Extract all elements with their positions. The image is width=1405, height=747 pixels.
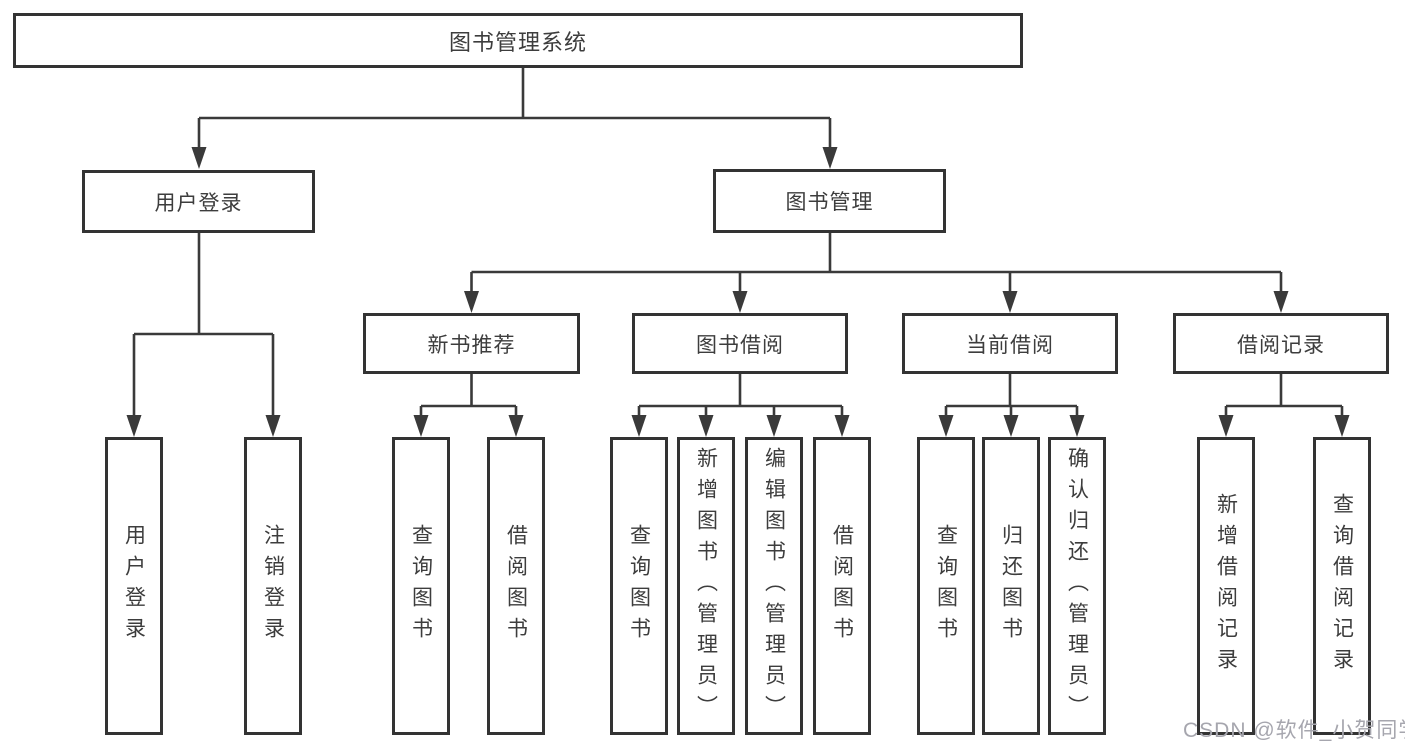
node-add-book-admin: 新增图书（管理员）	[677, 437, 735, 735]
node-edit-book-admin: 编辑图书（管理员）	[745, 437, 803, 735]
node-label: 确认归还（管理员）	[1065, 446, 1089, 726]
node-label: 归还图书	[999, 524, 1023, 648]
node-label: 图书借阅	[696, 333, 784, 357]
node-borrow-book-leaf: 借阅图书	[813, 437, 871, 735]
node-label: 借阅记录	[1237, 333, 1325, 357]
node-user-login-branch: 用户登录	[82, 170, 315, 233]
node-label: 用户登录	[122, 524, 146, 648]
node-label: 新书推荐	[427, 333, 516, 357]
node-label: 图书管理	[785, 191, 874, 214]
node-library-management-system: 图书管理系统	[13, 13, 1023, 68]
node-label: 当前借阅	[966, 333, 1054, 357]
node-label: 查询借阅记录	[1330, 493, 1354, 679]
csdn-watermark: CSDN @软件_小贺同学	[1183, 719, 1405, 742]
node-confirm-return-admin: 确认归还（管理员）	[1048, 437, 1106, 735]
node-label: 查询图书	[934, 524, 958, 648]
node-logout-leaf: 注销登录	[244, 437, 302, 735]
node-label: 查询图书	[627, 524, 651, 648]
node-user-login-leaf: 用户登录	[105, 437, 163, 735]
node-label: 新增借阅记录	[1214, 493, 1238, 679]
node-label: 用户登录	[154, 191, 243, 215]
node-label: 借阅图书	[830, 524, 854, 648]
node-label: 注销登录	[261, 524, 285, 648]
node-book-borrowing: 图书借阅	[632, 313, 848, 374]
node-borrowing-records: 借阅记录	[1173, 313, 1389, 374]
node-return-book: 归还图书	[982, 437, 1040, 735]
node-query-books-current: 查询图书	[917, 437, 975, 735]
node-current-borrowing: 当前借阅	[902, 313, 1118, 374]
node-new-book-recommendation: 新书推荐	[363, 313, 580, 374]
node-label: 图书管理系统	[448, 29, 587, 55]
node-book-management-branch: 图书管理	[713, 169, 946, 233]
node-borrow-books-recommend: 借阅图书	[487, 437, 545, 735]
node-query-books-borrowing: 查询图书	[610, 437, 668, 735]
node-query-borrow-record: 查询借阅记录	[1313, 437, 1371, 735]
node-query-books-recommend: 查询图书	[392, 437, 450, 735]
node-add-borrow-record: 新增借阅记录	[1197, 437, 1255, 735]
node-label: 编辑图书（管理员）	[762, 446, 786, 726]
node-label: 借阅图书	[504, 524, 528, 648]
node-label: 新增图书（管理员）	[694, 446, 718, 726]
node-label: 查询图书	[409, 524, 433, 648]
